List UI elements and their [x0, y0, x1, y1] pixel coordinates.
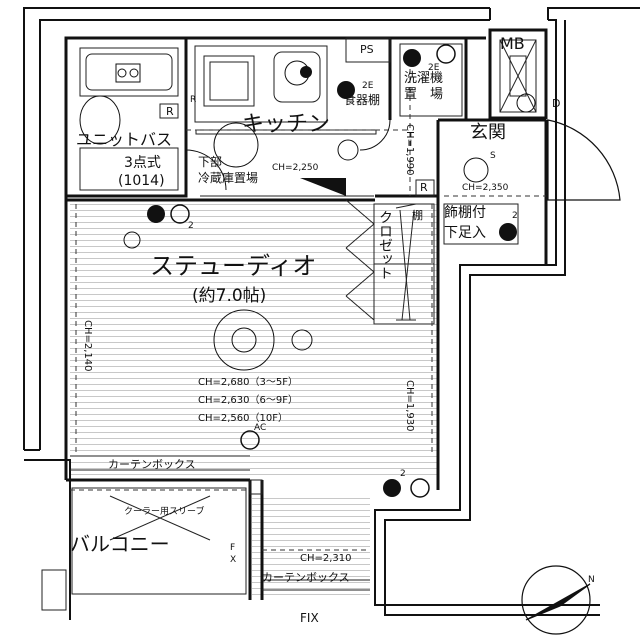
shelf-label-2: 下足入	[444, 225, 486, 241]
dish-rack-label: 食器棚	[344, 93, 381, 107]
two-mark-3: 2	[400, 469, 406, 479]
fridge-label-1: 下部	[198, 155, 223, 169]
outlets	[147, 44, 517, 498]
fixtures	[79, 60, 536, 371]
studio-size: (約7.0帖)	[192, 286, 267, 306]
ps-label: PS	[360, 43, 374, 56]
compass	[521, 565, 591, 635]
bath-door[interactable]	[185, 149, 227, 191]
r-label-bath: R	[166, 105, 174, 118]
shelf-small-label: 棚	[412, 209, 423, 222]
north-mark: N	[588, 575, 595, 585]
entrance-label: 玄関	[470, 122, 506, 143]
ch-studio-left: CH=2,140	[82, 320, 93, 372]
range-hood	[300, 178, 346, 196]
balcony-label: バルコニー	[70, 532, 170, 556]
fix-label: FIX	[300, 611, 319, 625]
kitchen-door[interactable]	[359, 119, 391, 151]
entrance-door[interactable]	[547, 119, 621, 201]
ch-balcony: CH=2,310	[300, 553, 352, 564]
kitchen-label: キッチン	[242, 112, 331, 137]
dish-rack-2e: 2E	[362, 81, 374, 91]
studio-floor	[70, 200, 438, 475]
curtain-box-label-2: カーテンボックス	[262, 571, 350, 584]
washer-label-1: 洗濯機	[404, 71, 444, 86]
ch-floor-10: CH=2,560（10F）	[198, 413, 288, 424]
unit-bath-type: 3点式	[124, 155, 161, 171]
shelf-label-1: 飾棚付	[444, 205, 486, 221]
studio-label: ステューディオ	[150, 252, 317, 280]
unit-bath-size: (1014)	[118, 173, 165, 189]
thin-lines	[41, 37, 537, 611]
mb-label: MB	[500, 34, 525, 53]
f-mark: F	[230, 543, 236, 553]
fridge-label-2: 冷蔵庫置場	[198, 171, 259, 185]
curtain-box-label-1: カーテンボックス	[108, 458, 196, 471]
ch-floor-3-5: CH=2,680（3～5F）	[198, 377, 298, 388]
ch-kitchen-side: CH=1,990	[404, 124, 415, 176]
dashed-lines	[70, 60, 546, 551]
unit-bath-label: ユニットバス	[76, 130, 173, 149]
s-mark: S	[490, 151, 496, 161]
r-label-kitchen: R	[190, 95, 197, 105]
balcony-floor	[252, 495, 370, 595]
x-mark: X	[230, 555, 237, 565]
ch-studio-right: CH=1,930	[404, 380, 415, 432]
cooler-sleeve-label: クーラー用スリーブ	[124, 507, 205, 517]
washer-label-2: 置 場	[404, 87, 444, 102]
ch-floor-6-9: CH=2,630（6～9F）	[198, 395, 298, 406]
outer-walls	[23, 7, 640, 620]
ch-entrance: CH=2,350	[462, 183, 509, 193]
ac-label: AC	[254, 423, 267, 433]
washer-2e: 2E	[428, 63, 440, 73]
closet-label: クロゼット	[377, 210, 393, 280]
two-mark-2: 2	[512, 211, 518, 221]
two-mark-1: 2	[188, 221, 194, 231]
d-label: D	[552, 97, 561, 110]
ch-kitchen: CH=2,250	[272, 163, 319, 173]
r-label-entrance: R	[420, 181, 428, 194]
